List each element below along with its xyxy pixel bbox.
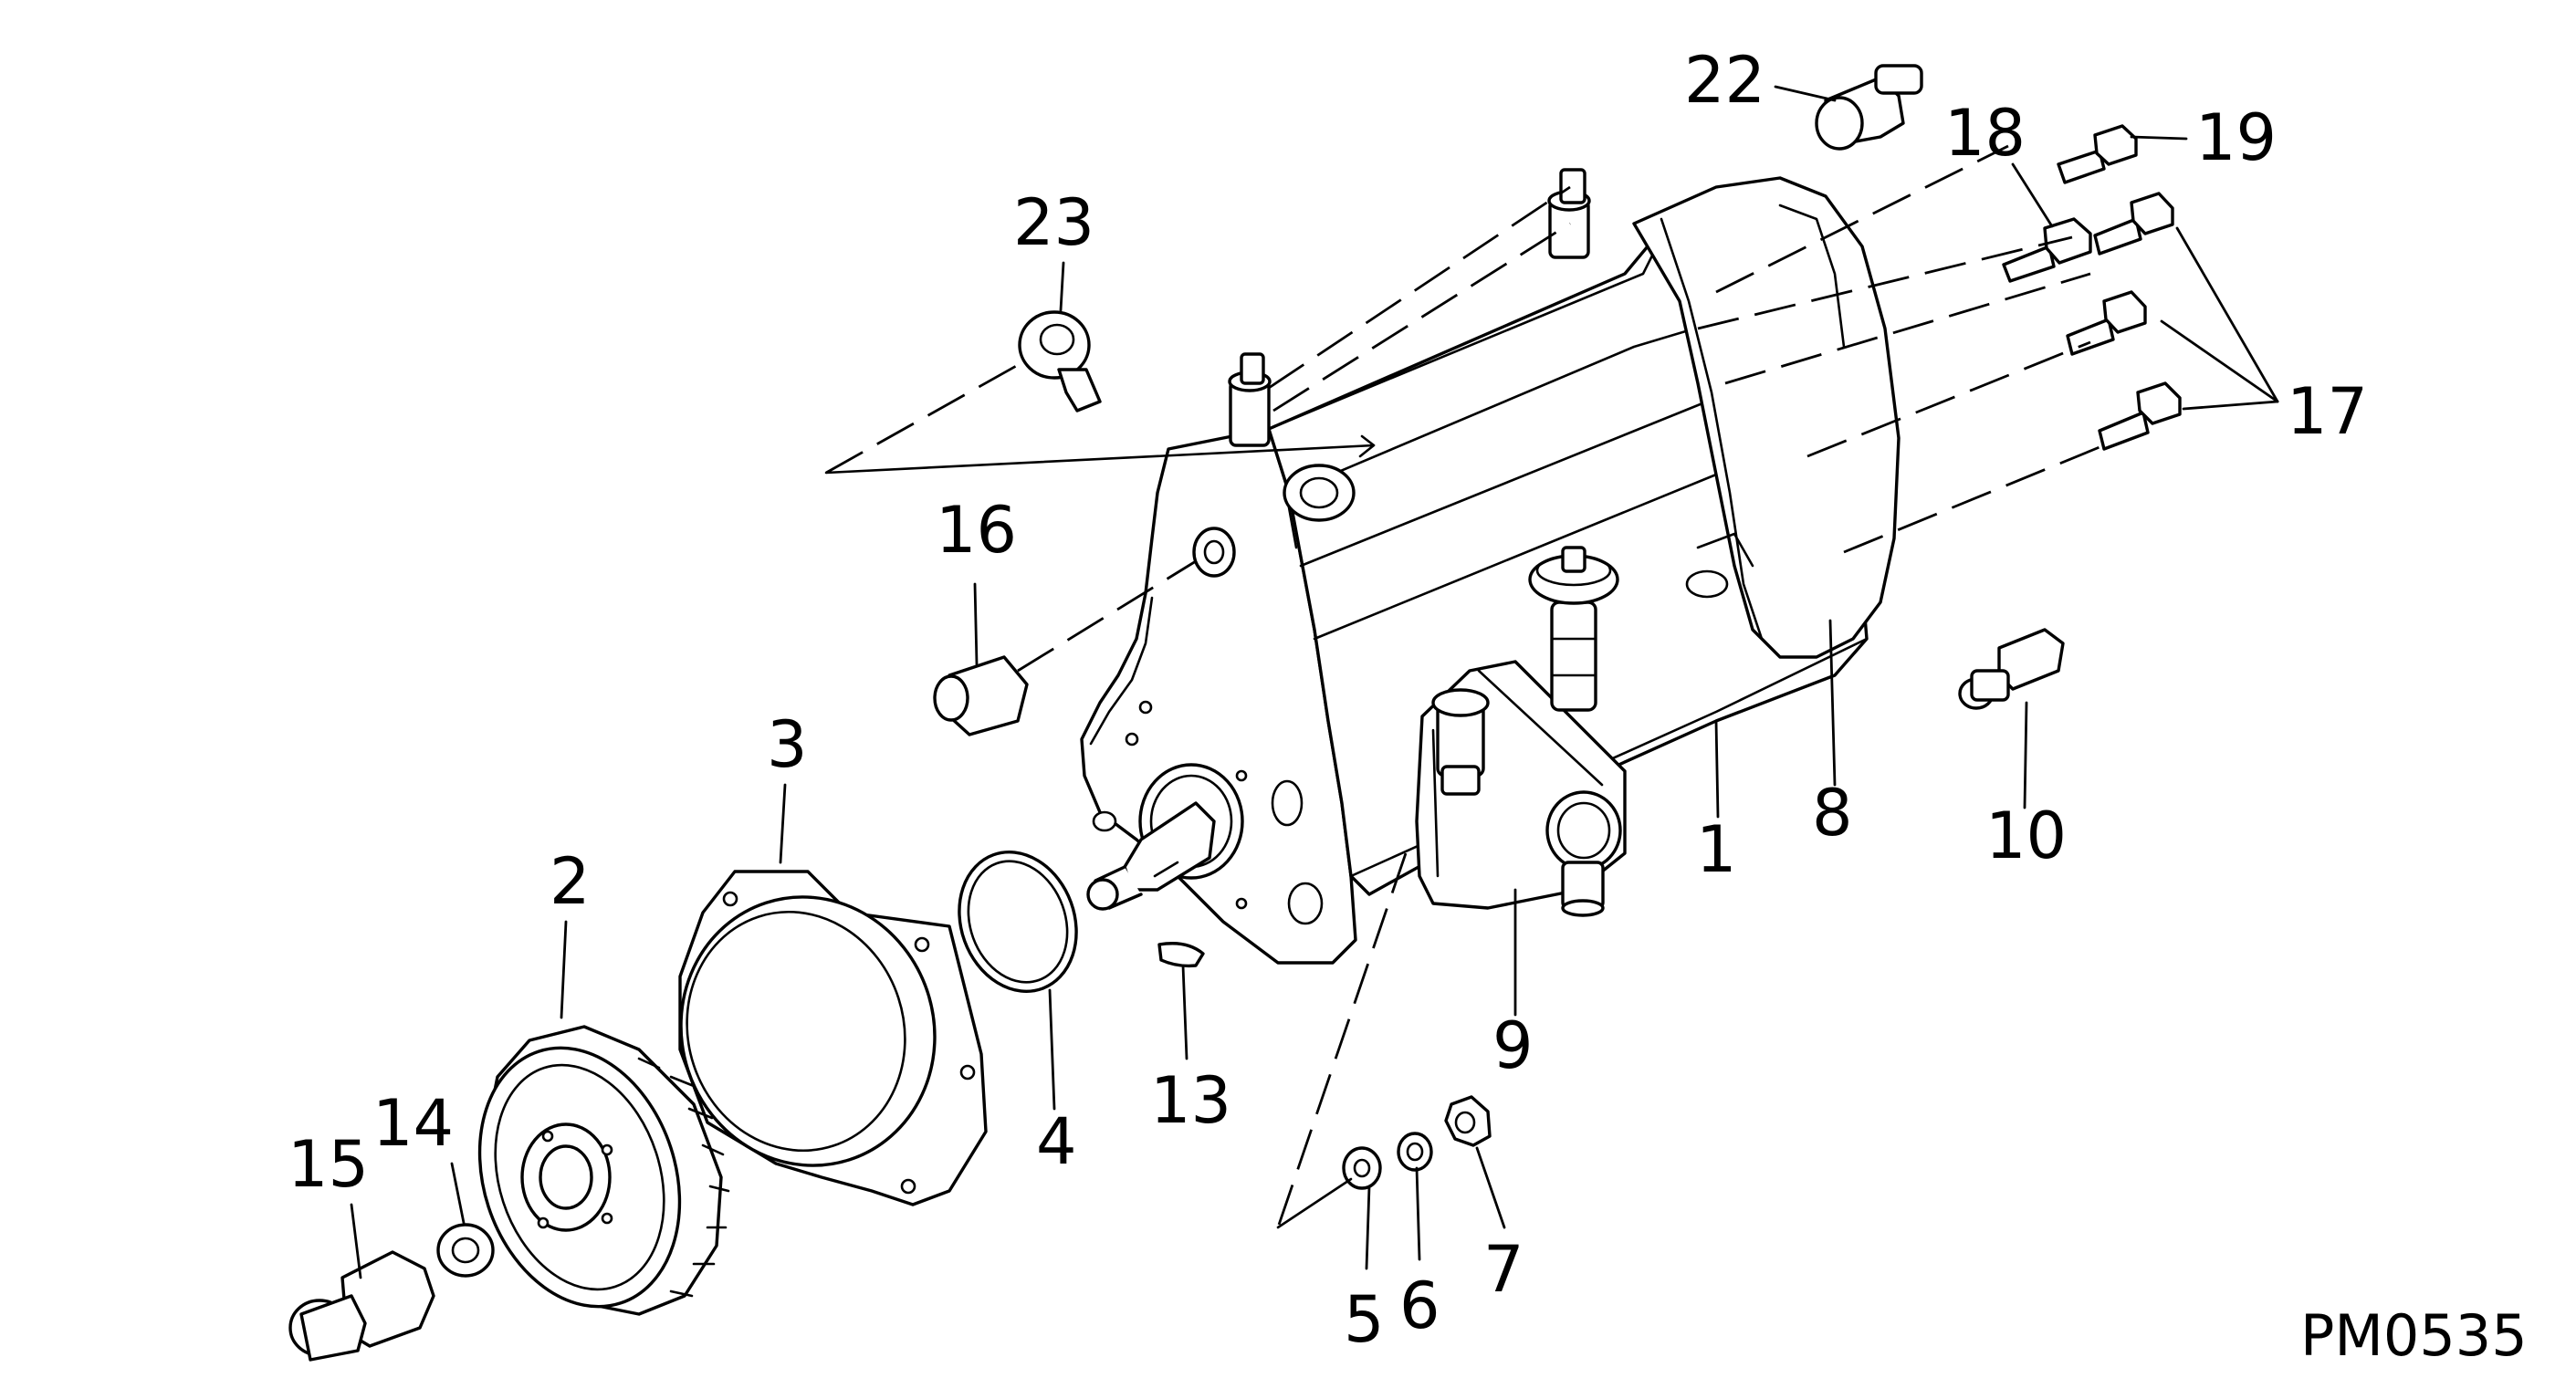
callout-9: 9 [1492,1008,1534,1083]
bolt-19 [2057,124,2138,184]
callout-13: 13 [1150,1063,1231,1138]
gear-cover [678,870,988,1206]
callout-23: 23 [1013,185,1094,260]
callout-17: 17 [2287,374,2368,449]
callout-18: 18 [1944,96,2026,171]
drive-gear [477,1025,730,1316]
callout-7: 7 [1483,1232,1524,1307]
callout-16: 16 [936,493,1017,568]
bolt-17c [2098,381,2182,451]
callout-2: 2 [550,844,591,919]
o-ring-inner [967,860,1069,984]
nut-7-hole [1454,1111,1476,1134]
callout-5: 5 [1344,1282,1385,1357]
washer-5-hole [1353,1158,1371,1178]
callout-10: 10 [1985,799,2067,873]
drawing-code: PM0535 [2300,1302,2528,1369]
bolt-17b [2066,290,2147,356]
callout-22: 22 [1684,43,1765,118]
banjo-23 [1018,310,1102,412]
leader-lines [350,85,2279,1279]
woodruff-key [1157,942,1205,968]
bolt-18 [2002,217,2092,283]
assembly-lines [824,144,2100,1229]
feed-pump [1415,546,1627,917]
gear-nut [288,1250,435,1362]
lock-washer-6-hole [1406,1142,1424,1162]
bolt-17a [2093,192,2174,256]
callout-4: 4 [1036,1104,1077,1179]
callout-19: 19 [2195,100,2277,175]
callout-labels: 1 2 3 4 5 6 7 8 9 10 13 14 15 16 17 18 1… [288,43,2528,1369]
pin-10 [1958,628,2065,710]
sleeve-22 [1815,64,1923,151]
callout-15: 15 [288,1127,369,1202]
washer-14-hole [451,1237,480,1264]
callout-8: 8 [1812,776,1853,851]
callout-1: 1 [1696,812,1737,887]
o-ring [958,850,1078,994]
plug-16 [933,655,1029,736]
callout-6: 6 [1399,1268,1440,1343]
callout-14: 14 [372,1086,454,1161]
callout-3: 3 [767,707,808,782]
